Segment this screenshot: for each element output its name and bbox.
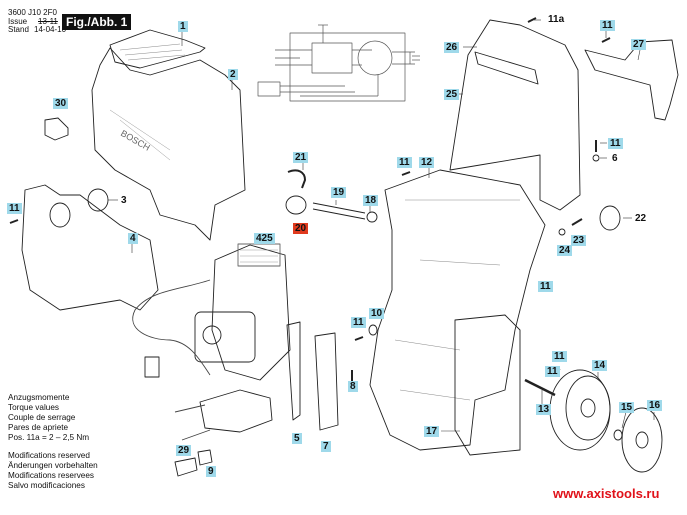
callout-25[interactable]: 25 (444, 89, 460, 100)
issue-value: 13-11 (38, 17, 58, 26)
callout-20-selected[interactable]: 20 (293, 223, 309, 234)
part-5-bracket (286, 321, 301, 421)
bolt-11-left (9, 219, 19, 224)
bolt-11-top (601, 37, 611, 43)
modifications-en: Modifications reserved (8, 451, 90, 460)
part-22-foot (599, 205, 621, 231)
part-13-axle (524, 378, 556, 397)
callout-23[interactable]: 23 (571, 235, 587, 246)
callout-14[interactable]: 14 (592, 360, 608, 371)
modifications-es: Salvo modificaciones (8, 481, 85, 490)
callout-6[interactable]: 6 (612, 153, 618, 164)
part-29-inlet (174, 457, 198, 477)
callout-4[interactable]: 4 (128, 233, 138, 244)
washer-6 (592, 154, 600, 162)
torque-heading-en: Torque values (8, 403, 59, 412)
part-14-wheel (549, 369, 611, 451)
bolt-11a (527, 17, 537, 23)
power-cord (132, 279, 211, 376)
part-9-coupling (197, 449, 213, 466)
part-16-hubcap (621, 407, 663, 473)
part-10-nut (368, 324, 378, 336)
notes-block: Anzugsmomente Torque values Couple de se… (8, 393, 98, 491)
callout-11-right[interactable]: 11 (608, 138, 623, 149)
bolt-23 (571, 218, 583, 226)
callout-11-body[interactable]: 11 (351, 317, 366, 328)
issue-label: Issue (8, 17, 28, 26)
callout-11-axle[interactable]: 11 (545, 366, 560, 377)
callout-11-top[interactable]: 11 (600, 20, 615, 31)
modifications-de: Änderungen vorbehalten (8, 461, 98, 470)
part-1-top-cover (109, 29, 206, 69)
callout-22[interactable]: 22 (635, 213, 647, 224)
part-17-side-panel (454, 314, 521, 456)
callout-5[interactable]: 5 (292, 433, 302, 444)
svg-text:BOSCH: BOSCH (119, 128, 152, 153)
callout-27[interactable]: 27 (631, 39, 647, 50)
part-19-tube (312, 202, 366, 220)
part-425-motor (194, 243, 291, 381)
part-7-bracket (314, 332, 339, 431)
part-12-frame (369, 169, 546, 451)
part-25-handle-frame (449, 19, 581, 211)
part-4-front-panel (21, 184, 159, 311)
callout-26[interactable]: 26 (444, 42, 460, 53)
callout-11-low[interactable]: 11 (552, 351, 567, 362)
part-2-housing (91, 47, 246, 241)
callout-15[interactable]: 15 (619, 402, 635, 413)
part-18-plug (366, 211, 378, 223)
callout-30[interactable]: 30 (53, 98, 69, 109)
part-21-hose (287, 169, 306, 189)
part-20-filter (285, 195, 307, 215)
callout-425[interactable]: 425 (254, 233, 275, 244)
callout-12[interactable]: 12 (419, 157, 435, 168)
part-number: 3600 J10 2F0 (8, 8, 57, 17)
bolt-11-frame (401, 171, 411, 176)
callout-19[interactable]: 19 (331, 187, 347, 198)
callout-11-mid[interactable]: 11 (538, 281, 553, 292)
part-3-cap (87, 188, 109, 212)
pump-head (199, 389, 273, 433)
callout-7[interactable]: 7 (321, 441, 331, 452)
callout-10[interactable]: 10 (369, 308, 385, 319)
callout-29[interactable]: 29 (176, 445, 192, 456)
torque-heading-es: Pares de apriete (8, 423, 69, 432)
callout-8[interactable]: 8 (348, 381, 358, 392)
part-15-washer (613, 429, 623, 441)
callout-16[interactable]: 16 (647, 400, 663, 411)
modifications-fr: Modifications reservees (8, 471, 95, 480)
watermark-link[interactable]: www.axistools.ru (553, 486, 660, 501)
stand-value: 14-04-10 (34, 25, 67, 34)
part-27-hose-hook (584, 39, 679, 121)
callout-17[interactable]: 17 (424, 426, 440, 437)
stand-label: Stand (8, 25, 29, 34)
wiring-schematic (257, 24, 420, 102)
callout-21[interactable]: 21 (293, 152, 309, 163)
part-30-knob (44, 117, 69, 141)
callout-9[interactable]: 9 (206, 466, 216, 477)
callout-13[interactable]: 13 (536, 404, 552, 415)
figure-title: Fig./Abb. 1 (62, 14, 132, 30)
plug (144, 356, 160, 378)
callout-1[interactable]: 1 (178, 21, 188, 32)
callout-2[interactable]: 2 (228, 69, 238, 80)
torque-heading-de: Anzugsmomente (8, 393, 70, 402)
torque-value: Pos. 11a = 2 – 2,5 Nm (8, 433, 90, 442)
callout-11-frame[interactable]: 11 (397, 157, 412, 168)
torque-heading-fr: Couple de serrage (8, 413, 76, 422)
callout-11a[interactable]: 11a (548, 14, 565, 25)
callout-24[interactable]: 24 (557, 245, 573, 256)
bolt-11-body (354, 336, 364, 341)
washer-24 (558, 228, 566, 236)
callout-11-left[interactable]: 11 (7, 203, 22, 214)
callout-3[interactable]: 3 (121, 195, 127, 206)
callout-18[interactable]: 18 (363, 195, 379, 206)
part-26-grip (474, 51, 539, 85)
